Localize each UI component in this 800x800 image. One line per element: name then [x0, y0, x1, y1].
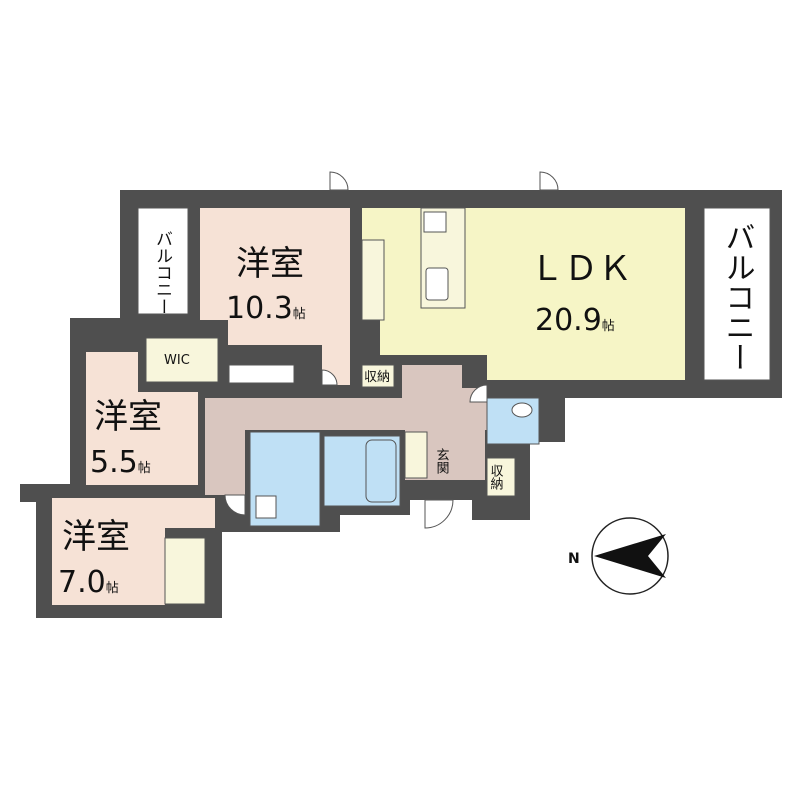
- shoe-storage: [404, 431, 428, 479]
- balcony-left: [137, 207, 189, 315]
- room1-closet: [228, 364, 295, 384]
- room3-closet: [164, 537, 206, 605]
- entrance-storage: [486, 457, 516, 497]
- toilet-icon: [511, 402, 533, 418]
- balcony-left-label: バルコニー: [152, 230, 172, 315]
- doors: [224, 171, 559, 529]
- ldk-name: ＬＤＫ: [530, 249, 632, 289]
- room1-size: 10.3帖: [226, 291, 306, 326]
- toilet-room: [486, 397, 540, 445]
- stove-icon: [423, 211, 447, 233]
- western-room-2: [86, 352, 198, 485]
- north-arrow-icon: [591, 517, 669, 595]
- ldk-room: [362, 208, 685, 380]
- entrance-label: 玄関: [434, 448, 450, 475]
- room1-name: 洋室: [236, 244, 304, 284]
- balcony-right: [703, 207, 771, 381]
- sink-icon: [425, 267, 449, 301]
- entrance-storage-label: 収納: [488, 464, 504, 491]
- balcony-right-label: バルコニー: [720, 222, 755, 372]
- room3-name: 洋室: [62, 517, 130, 557]
- hall-storage: [361, 364, 395, 388]
- corridor: [200, 365, 487, 495]
- compass-north-label: N: [568, 551, 580, 567]
- room2-size: 5.5帖: [90, 445, 151, 480]
- room2-name: 洋室: [94, 397, 162, 437]
- washbasin-icon: [255, 495, 277, 519]
- ldk-size: 20.9帖: [535, 303, 615, 338]
- western-room-3: [52, 498, 215, 605]
- bathtub-icon: [365, 439, 397, 503]
- wic-label: WIC: [164, 353, 190, 368]
- hall-storage-label: 収納: [364, 370, 390, 385]
- ldk-storage: [361, 239, 385, 321]
- walk-in-closet: [145, 337, 219, 383]
- western-room-1: [200, 208, 350, 385]
- room3-size: 7.0帖: [58, 565, 119, 600]
